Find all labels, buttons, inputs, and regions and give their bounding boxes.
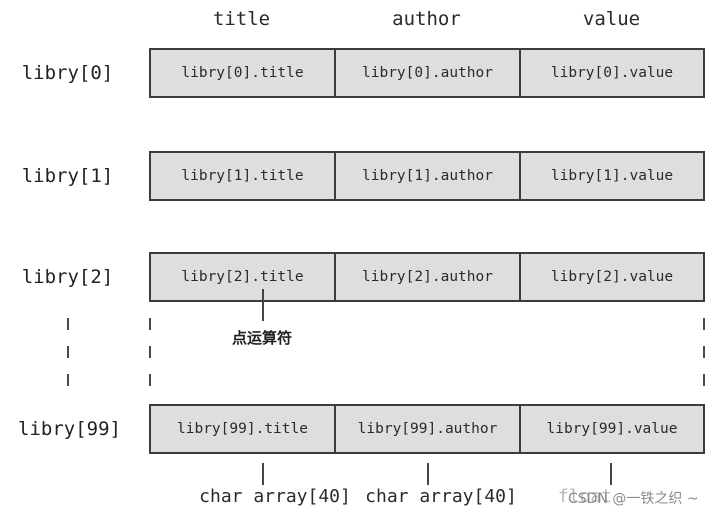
struct-row: libry[1].title libry[1].author libry[1].… <box>149 151 705 201</box>
type-pointer <box>427 463 429 485</box>
continuation-dash <box>149 374 151 386</box>
struct-cell-title: libry[1].title <box>151 153 336 199</box>
struct-cell-title: libry[0].title <box>151 50 336 96</box>
continuation-dash <box>149 318 151 330</box>
row-label: libry[99] <box>18 418 121 440</box>
continuation-dash <box>67 318 69 330</box>
type-label-title: char array[40] <box>199 486 351 507</box>
continuation-dash <box>703 374 705 386</box>
struct-cell-author: libry[99].author <box>336 406 521 452</box>
struct-row: libry[99].title libry[99].author libry[9… <box>149 404 705 454</box>
struct-cell-value: libry[0].value <box>550 65 674 81</box>
row-label: libry[1] <box>21 165 114 187</box>
continuation-dash <box>67 374 69 386</box>
continuation-dash <box>67 346 69 358</box>
struct-cell-title: libry[99].title <box>151 406 336 452</box>
type-label-value: float <box>557 486 613 507</box>
column-header-title: title <box>212 8 271 30</box>
struct-cell-title: libry[2].title <box>151 254 336 300</box>
struct-cell-author: libry[1].author <box>336 153 521 199</box>
struct-cell-value: libry[99].value <box>546 421 678 437</box>
dot-operator-pointer <box>262 289 264 321</box>
struct-row: libry[2].title libry[2].author libry[2].… <box>149 252 705 302</box>
type-label-author: char array[40] <box>365 486 517 507</box>
type-pointer <box>610 463 612 485</box>
struct-cell-author: libry[2].author <box>336 254 521 300</box>
dot-operator-label: 点运算符 <box>231 329 292 347</box>
continuation-dash <box>149 346 151 358</box>
watermark: CSDN @一铁之织 ~ <box>568 491 699 507</box>
struct-row: libry[0].title libry[0].author libry[0].… <box>149 48 705 98</box>
type-pointer <box>262 463 264 485</box>
column-header-value: value <box>582 8 641 30</box>
continuation-dash <box>703 318 705 330</box>
column-header-author: author <box>392 8 461 30</box>
row-label: libry[2] <box>21 266 114 288</box>
struct-cell-author: libry[0].author <box>336 50 521 96</box>
struct-cell-value: libry[1].value <box>550 168 674 184</box>
row-label: libry[0] <box>21 62 114 84</box>
struct-cell-value: libry[2].value <box>550 269 674 285</box>
continuation-dash <box>703 346 705 358</box>
